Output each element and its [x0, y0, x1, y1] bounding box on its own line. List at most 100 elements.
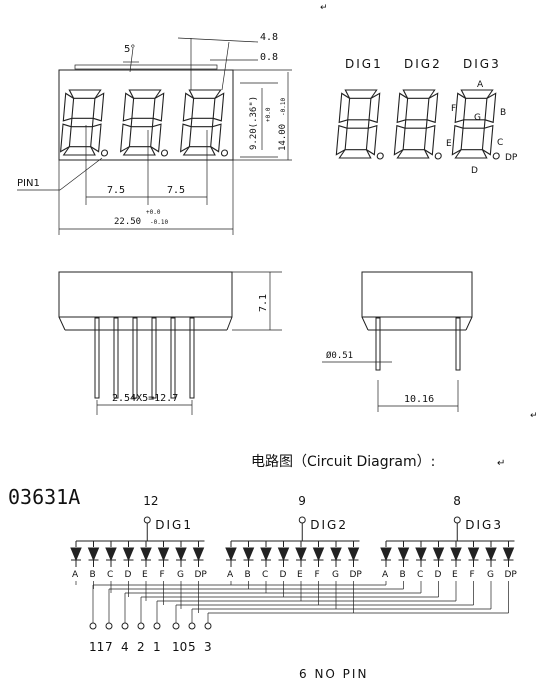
- side-pin-4: [151, 317, 157, 399]
- diode-e: [140, 547, 152, 562]
- pitch-right-label: 7.5: [167, 185, 185, 196]
- diode-d: [432, 547, 445, 562]
- side-body-taper-left: [58, 316, 66, 331]
- segment-label-e: E: [452, 570, 458, 580]
- pin-pitch-label: 2.54X5=12.7: [112, 393, 178, 404]
- segment-label-f: F: [470, 570, 475, 580]
- dig1-title: DIG1: [345, 57, 383, 71]
- segment-label-c: C: [107, 570, 113, 580]
- segment-pin-number-c: 4: [121, 640, 129, 654]
- common-pin-number-1: 12: [143, 494, 158, 508]
- common-label-2: DIG2: [310, 518, 348, 532]
- dig3-title: DIG3: [463, 57, 501, 71]
- height-tol-plus: +0.0: [265, 107, 272, 122]
- front-digit-2-seg-f: [122, 92, 135, 122]
- side-view-pins: 7.1 2.54X5=12.7: [58, 271, 282, 415]
- map-digit-3-seg-c: [481, 124, 494, 156]
- front-digit-3: [179, 89, 229, 157]
- top-dim-leader-a: [177, 37, 259, 43]
- segment-pin-number-f: 10: [172, 640, 187, 654]
- side-view-end: Ø0.51 10.16: [322, 271, 473, 412]
- front-digit-2-dp: [160, 149, 169, 157]
- map-digit-2-seg-e: [393, 124, 406, 156]
- diode-c: [260, 547, 272, 562]
- segment-pin-terminal-g: [188, 622, 196, 630]
- front-digit-1-seg-f: [62, 92, 75, 122]
- side-pin-1: [94, 317, 100, 399]
- segment-map: DIG1 DIG2 DIG3 A B C D E F G DP: [335, 57, 518, 176]
- front-digit-2-seg-b: [152, 92, 165, 122]
- seg-label-b: B: [500, 108, 506, 118]
- map-digit-3-seg-e: [451, 124, 464, 156]
- common-pin-number-2: 9: [298, 494, 306, 508]
- front-digit-2-seg-c: [150, 123, 162, 153]
- display-body-outline: [58, 69, 234, 161]
- segment-pin-number-e: 1: [153, 640, 161, 654]
- segment-pin-terminal-b: [105, 622, 113, 630]
- diode-c: [105, 547, 117, 562]
- top-dim-ext-b: [221, 41, 230, 91]
- segment-pin-number-g: 5: [188, 640, 196, 654]
- segment-pin-terminal-a: [89, 622, 97, 630]
- circuit-heading: 电路图（Circuit Diagram）:: [251, 454, 435, 470]
- pin1-leader: [59, 157, 103, 191]
- front-digit-3-seg-d: [182, 146, 216, 156]
- part-number: 03631A: [8, 485, 80, 509]
- map-digit-3-seg-a: [460, 89, 494, 99]
- front-digit-2-seg-d: [122, 146, 156, 156]
- side-body: [58, 271, 233, 318]
- diode-b: [87, 547, 100, 562]
- seg-label-d: D: [471, 166, 478, 176]
- map-digit-3-seg-f: [454, 92, 467, 124]
- segment-pin-number-dp: 3: [204, 640, 212, 654]
- side-pins: [94, 317, 195, 399]
- dig2-title: DIG2: [404, 57, 442, 71]
- front-digit-1-seg-a: [68, 89, 102, 99]
- diode-d: [277, 547, 290, 562]
- front-digit-1-seg-g: [70, 117, 94, 128]
- seg-label-f: F: [451, 104, 456, 114]
- diode-a: [380, 547, 392, 562]
- segment-label-e: E: [142, 570, 148, 580]
- front-view: 5° 4.8 0.8 9.20(.36") 14.00 +0.0 -0.10 7…: [17, 32, 292, 235]
- map-digit-2-seg-b: [426, 92, 439, 124]
- end-pin-left: [375, 317, 381, 371]
- segment-pin-number-a: 11: [89, 640, 104, 654]
- digit-height-label: 9.20(.36"): [249, 96, 259, 150]
- front-digit-1-seg-b: [92, 92, 105, 122]
- width-tol-minus: -0.10: [150, 219, 168, 226]
- diode-e: [450, 547, 462, 562]
- front-digit-2-seg-a: [128, 89, 162, 99]
- diode-g: [330, 547, 342, 562]
- map-digit-1-dp: [376, 152, 384, 160]
- front-digit-2-seg-g: [130, 117, 154, 128]
- map-digit-2-seg-d: [396, 149, 430, 159]
- diode-f: [312, 547, 325, 562]
- diode-f: [157, 547, 170, 562]
- side-pin-5: [170, 317, 176, 399]
- end-body-taper-right: [465, 316, 473, 331]
- segment-pin-number-d: 2: [137, 640, 145, 654]
- diode-b: [397, 547, 410, 562]
- map-digit-1: [335, 89, 384, 160]
- front-digit-3-dp: [220, 149, 229, 157]
- seg-label-a: A: [477, 80, 484, 90]
- segment-label-dp: DP: [195, 570, 208, 580]
- side-pin-3: [132, 317, 138, 399]
- diode-b: [242, 547, 255, 562]
- pin1-label: PIN1: [17, 178, 40, 189]
- return-mark-heading: ↵: [497, 458, 505, 469]
- common-pin-terminal-3: [453, 516, 461, 524]
- map-digit-3-dp: [492, 152, 500, 160]
- seg-label-dp: DP: [505, 153, 518, 163]
- segment-label-c: C: [262, 570, 268, 580]
- seg-label-c: C: [497, 138, 503, 148]
- segment-label-b: B: [90, 570, 96, 580]
- front-digit-1: [59, 89, 109, 157]
- side-pin-2: [113, 317, 119, 399]
- map-digit-2-seg-g: [404, 119, 428, 129]
